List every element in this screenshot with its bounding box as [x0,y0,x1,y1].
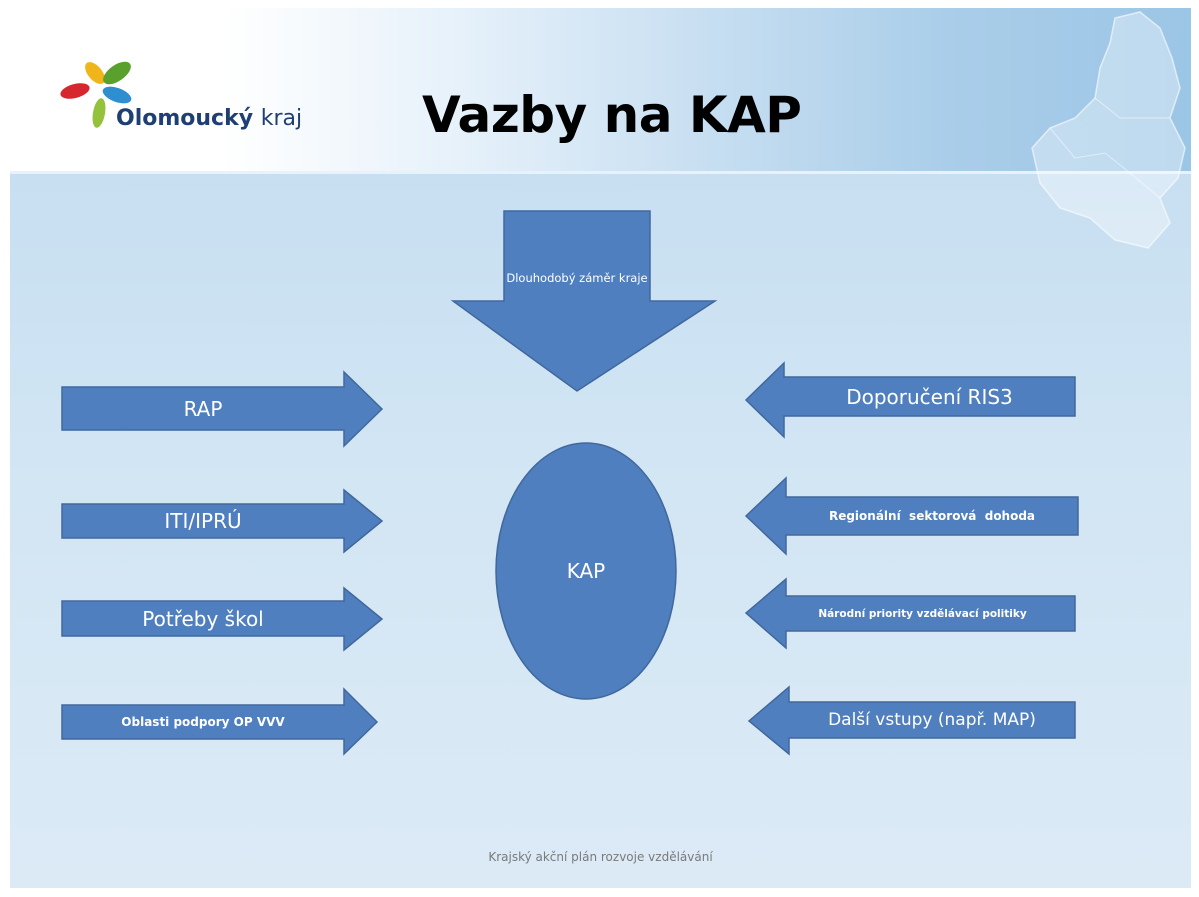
right-arrow-ris3 [744,361,1076,439]
top-input-label: Dlouhodobý záměr kraje [506,270,648,285]
right-input-label-dalsi-vstupy: Další vstupy (např. MAP) [828,710,1036,730]
logo-petal-green [103,61,131,85]
diagram-canvas [61,210,1079,756]
logo-petal-yellow [85,62,105,84]
right-input-label-sektorova-dohoda: Regionální sektorová dohoda [828,509,1036,523]
right-arrow-narodni-priority [744,577,1076,650]
left-input-label-rap: RAP [183,396,223,421]
logo-petal-red [60,83,90,99]
page-title: Vazby na KAP [422,86,802,144]
slide: Olomoucký kraj Vazby na KAP Dlouhodobý z… [10,8,1191,888]
slide-header [10,8,1191,174]
left-input-label-oblasti-podpory: Oblasti podpory OP VVV [121,715,285,729]
top-down-arrow [450,210,718,392]
logo-name-bold: Olomoucký [116,106,254,131]
left-arrow-oblasti-podpory [61,687,379,756]
logo-name-light: kraj [260,106,303,131]
kap-ellipse [495,442,677,700]
left-arrow-potreby-skol [61,586,384,652]
logo-petal-blue [102,86,132,104]
right-arrow-dalsi-vstupy [747,685,1076,756]
right-input-label-ris3: Doporučení RIS3 [846,384,1013,409]
left-arrow-iti-ipru [61,488,384,554]
right-arrow-sektorova-dohoda [744,476,1079,556]
slide-footer: Krajský akční plán rozvoje vzdělávání [488,850,713,864]
region-map-icon [1031,11,1186,249]
header-divider [10,171,1191,174]
logo-petal-lightgreen [92,98,106,128]
logo-wordmark: Olomoucký kraj [116,106,302,131]
olomoucky-kraj-logo [60,61,132,128]
left-input-label-potreby-skol: Potřeby škol [142,606,264,631]
right-input-label-narodni-priority: Národní priority vzdělávací politiky [818,607,1027,620]
left-input-label-iti-ipru: ITI/IPRÚ [164,509,242,533]
left-arrow-rap [61,370,384,448]
center-label: KAP [566,559,606,583]
